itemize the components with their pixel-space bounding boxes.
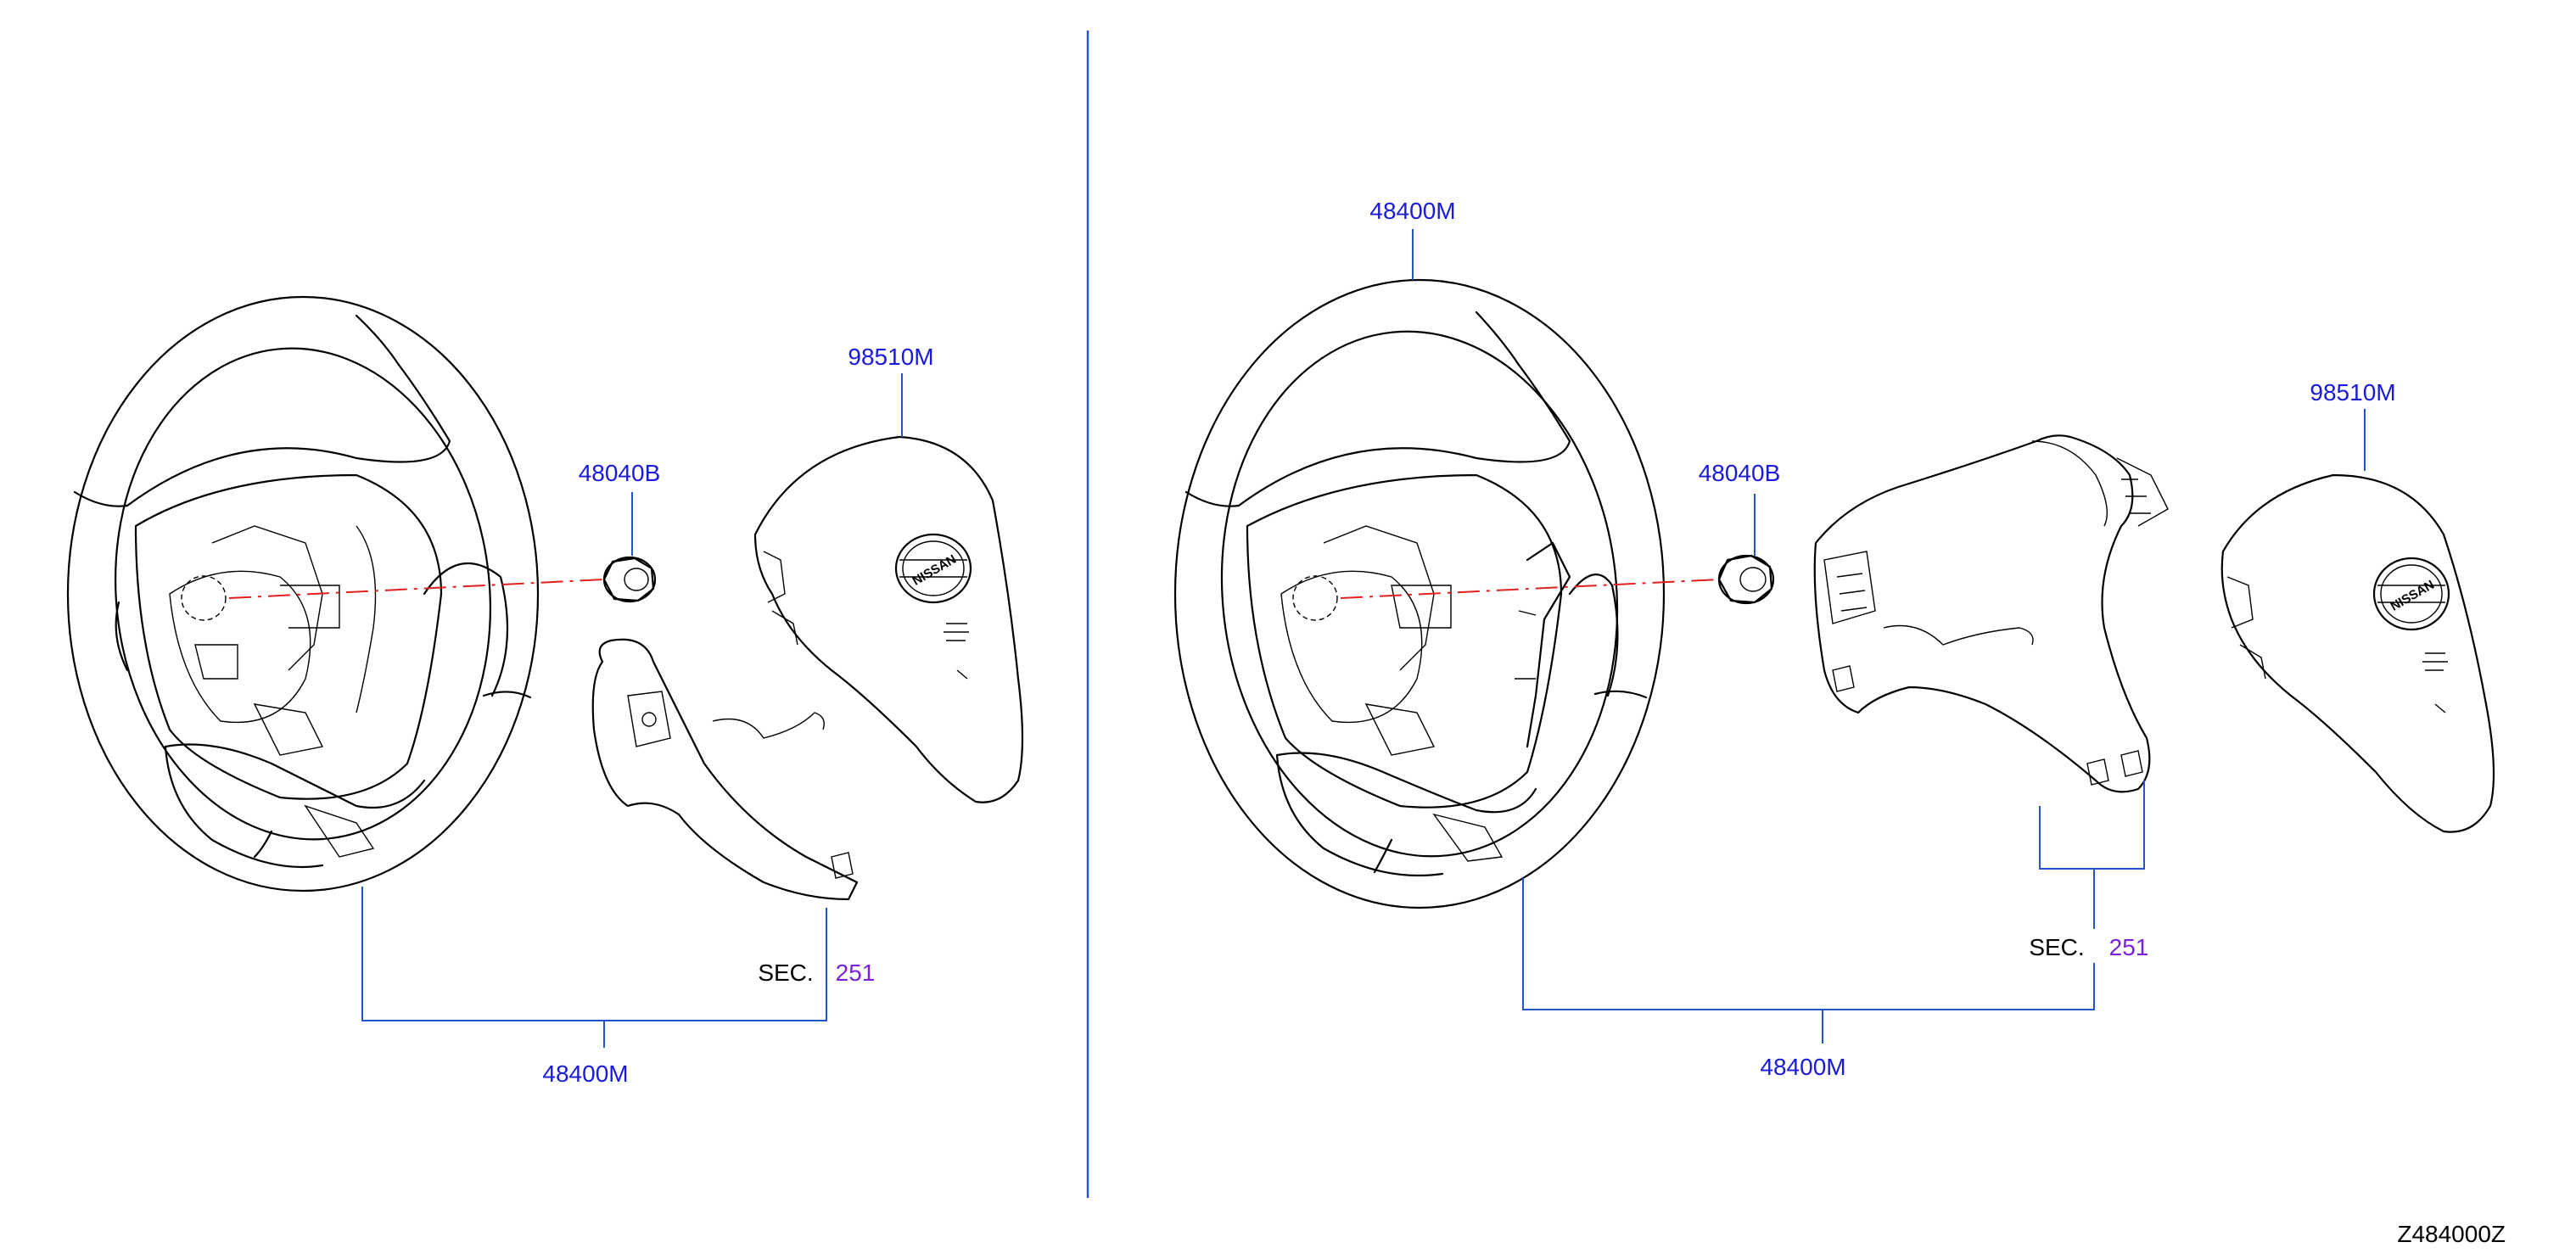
left-airbag-module: NISSAN: [753, 435, 1024, 803]
left-axis-line: [228, 579, 605, 599]
left-airbag-label: 98510M: [848, 344, 933, 370]
right-wheel-label-bottom: 48400M: [1760, 1054, 1845, 1080]
right-section-number[interactable]: 251: [2109, 934, 2149, 960]
right-horn-nut: [1717, 554, 1775, 605]
left-section-prefix: SEC.: [758, 960, 813, 986]
right-airbag-label: 98510M: [2310, 379, 2395, 406]
right-nut-label: 48040B: [1699, 460, 1781, 486]
right-section-prefix: SEC.: [2029, 934, 2084, 960]
right-steering-wheel-assembly: [1173, 278, 1666, 909]
right-switch-assembly: [1813, 434, 2169, 793]
left-switch-assembly: [591, 638, 859, 901]
left-section-number[interactable]: 251: [836, 960, 876, 986]
right-axis-line: [1340, 579, 1720, 599]
diagram-code: Z484000Z: [2397, 1221, 2506, 1247]
right-airbag-module: NISSAN: [2220, 473, 2495, 833]
right-airbag-emblem-text: NISSAN: [2388, 578, 2437, 614]
left-wheel-label: 48400M: [542, 1060, 628, 1087]
left-nut-label: 48040B: [579, 460, 661, 486]
left-horn-nut: [602, 556, 657, 603]
airbag-emblem-text: NISSAN: [910, 552, 959, 589]
left-steering-wheel-assembly: [66, 295, 540, 892]
right-wheel-label-top: 48400M: [1369, 198, 1455, 224]
